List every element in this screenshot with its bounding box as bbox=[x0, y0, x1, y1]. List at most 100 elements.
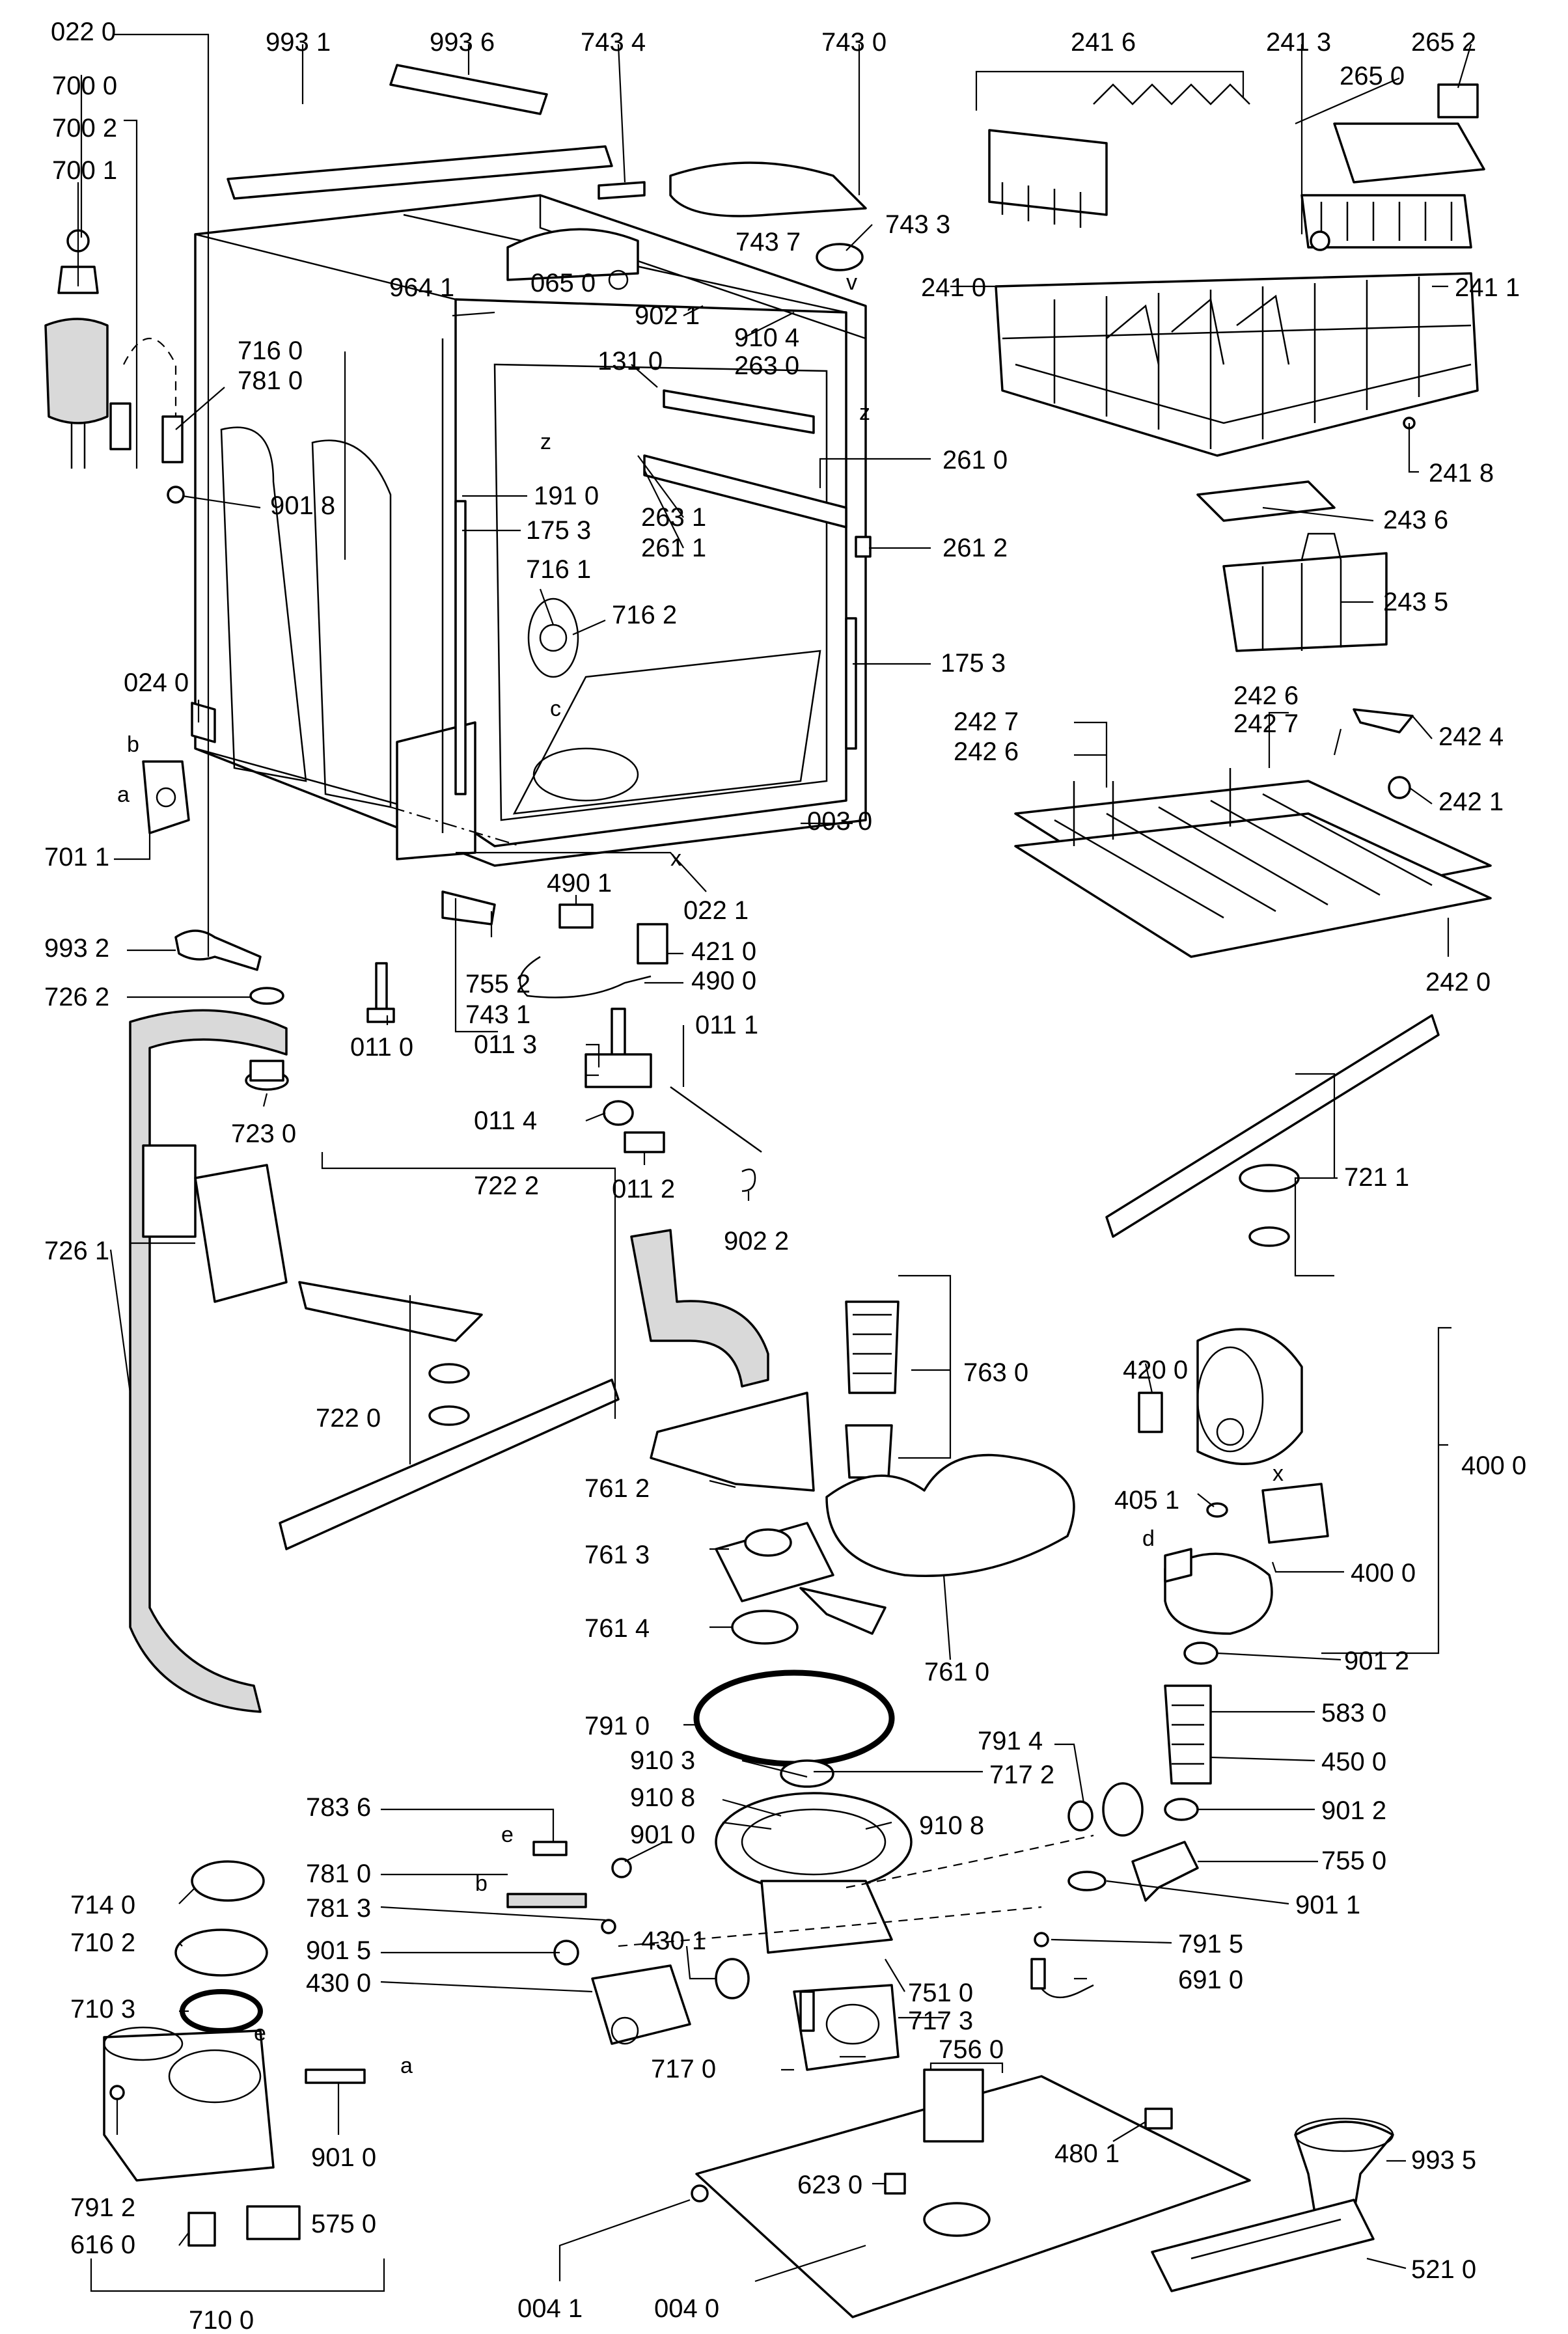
label-9015: 901 5 bbox=[306, 1936, 371, 1965]
label-7102: 710 2 bbox=[70, 1929, 135, 1957]
part-9012b bbox=[1164, 1798, 1199, 1821]
label-5210: 521 0 bbox=[1411, 2255, 1476, 2284]
label-2435: 243 5 bbox=[1383, 588, 1448, 616]
part-9932 bbox=[174, 929, 262, 971]
letter-d: d bbox=[1142, 1526, 1155, 1551]
part-7434 bbox=[598, 181, 646, 200]
upper-basket-2410 bbox=[995, 272, 1479, 457]
label-7431: 743 1 bbox=[465, 1000, 530, 1029]
label-7610: 761 0 bbox=[924, 1658, 989, 1686]
part-0110 bbox=[366, 962, 395, 1023]
part-5210 bbox=[1151, 2199, 1375, 2292]
letter-a1: a bbox=[117, 782, 130, 807]
part-0112 bbox=[624, 1131, 665, 1153]
label-9103: 910 3 bbox=[630, 1746, 695, 1775]
label-7002: 700 2 bbox=[52, 114, 117, 143]
label-7614: 761 4 bbox=[585, 1614, 650, 1643]
part-0041 bbox=[691, 2184, 709, 2203]
label-9641: 964 1 bbox=[389, 273, 454, 302]
label-6160: 616 0 bbox=[70, 2231, 135, 2259]
part-2610 bbox=[643, 454, 847, 529]
part-7211 bbox=[1105, 1014, 1440, 1247]
label-2612: 261 2 bbox=[942, 534, 1008, 562]
part-9010a bbox=[611, 1858, 632, 1878]
leader-lines bbox=[77, 33, 1472, 2292]
part-7103 bbox=[180, 1989, 263, 2033]
label-7220: 722 0 bbox=[316, 1404, 381, 1433]
part-9010b bbox=[305, 2068, 366, 2084]
part-drain-pipe bbox=[630, 1229, 769, 1388]
label-7437: 743 7 bbox=[736, 228, 801, 256]
label-9104: 910 4 bbox=[734, 323, 799, 352]
label-2420: 242 0 bbox=[1425, 968, 1491, 996]
part-7914 bbox=[1067, 1800, 1093, 1832]
part-7261 bbox=[129, 1009, 288, 1713]
label-7810b: 781 0 bbox=[306, 1860, 371, 1888]
part-9022 bbox=[741, 1168, 756, 1192]
label-7434: 743 4 bbox=[581, 28, 646, 57]
part-7630 bbox=[845, 1300, 900, 1479]
label-9010a: 901 0 bbox=[630, 1820, 695, 1849]
part-number-labels: 022 0 993 1 993 6 743 4 743 0 241 6 241 … bbox=[44, 18, 1526, 2334]
label-0040: 004 0 bbox=[654, 2294, 719, 2323]
part-9018 bbox=[167, 486, 185, 504]
part-2421 bbox=[1388, 776, 1411, 799]
part-5830 bbox=[1102, 1782, 1144, 1837]
part-2413 bbox=[1310, 230, 1330, 251]
label-9108a: 910 8 bbox=[630, 1783, 695, 1812]
label-7103: 710 3 bbox=[70, 1995, 135, 2024]
part-7173 bbox=[799, 1990, 815, 2032]
label-2630: 263 0 bbox=[734, 351, 799, 380]
label-0111: 011 1 bbox=[695, 1011, 758, 1039]
label-0112: 011 2 bbox=[612, 1175, 675, 1203]
label-4801: 480 1 bbox=[1054, 2139, 1120, 2168]
part-7102 bbox=[174, 1929, 268, 1977]
label-7211: 721 1 bbox=[1344, 1163, 1409, 1192]
label-7261: 726 1 bbox=[44, 1237, 109, 1265]
label-4000a: 400 0 bbox=[1461, 1451, 1526, 1480]
label-2611: 261 1 bbox=[641, 534, 706, 562]
label-7173: 717 3 bbox=[908, 2007, 973, 2035]
part-6230 bbox=[884, 2173, 906, 2195]
part-2424 bbox=[1353, 708, 1414, 734]
label-0650: 065 0 bbox=[530, 269, 596, 297]
label-2426b: 242 6 bbox=[954, 737, 1019, 766]
label-7430: 743 0 bbox=[821, 28, 887, 57]
label-2631: 263 1 bbox=[641, 503, 706, 532]
label-2416: 241 6 bbox=[1071, 28, 1136, 57]
label-0114: 011 4 bbox=[474, 1106, 537, 1135]
tub-assembly bbox=[194, 194, 867, 867]
part-2411 bbox=[1300, 194, 1472, 249]
part-7433 bbox=[816, 243, 864, 271]
lower-basket-2420 bbox=[1014, 768, 1492, 958]
label-0113: 011 3 bbox=[474, 1030, 537, 1059]
letter-a2: a bbox=[400, 2053, 413, 2078]
label-7560: 756 0 bbox=[939, 2035, 1004, 2064]
label-4200: 420 0 bbox=[1123, 1356, 1188, 1384]
part-7100 bbox=[103, 2026, 275, 2182]
part-4300 bbox=[591, 1964, 691, 2045]
letter-e1: e bbox=[501, 1822, 514, 1847]
label-7912: 791 2 bbox=[70, 2193, 135, 2222]
label-6230: 623 0 bbox=[797, 2171, 862, 2199]
part-0114 bbox=[603, 1100, 634, 1126]
label-4901: 490 1 bbox=[547, 869, 612, 898]
letter-b2: b bbox=[475, 1871, 488, 1896]
part-7912 bbox=[109, 2085, 125, 2100]
label-7910: 791 0 bbox=[585, 1712, 650, 1740]
label-2427b: 242 7 bbox=[1233, 709, 1299, 738]
part-7613 bbox=[715, 1522, 834, 1602]
part-7610 bbox=[825, 1453, 1075, 1577]
letter-b1: b bbox=[127, 732, 139, 757]
label-0220a: 022 0 bbox=[51, 18, 116, 46]
part-7220 bbox=[279, 1281, 620, 1550]
label-7011: 701 1 bbox=[44, 843, 109, 872]
part-4301 bbox=[715, 1958, 750, 1999]
letter-x2: x bbox=[1272, 1461, 1284, 1486]
part-7910 bbox=[693, 1669, 895, 1767]
label-9932: 993 2 bbox=[44, 934, 109, 963]
label-7161: 716 1 bbox=[526, 555, 591, 584]
label-2652: 265 2 bbox=[1411, 28, 1476, 57]
label-1753a: 175 3 bbox=[526, 516, 591, 545]
